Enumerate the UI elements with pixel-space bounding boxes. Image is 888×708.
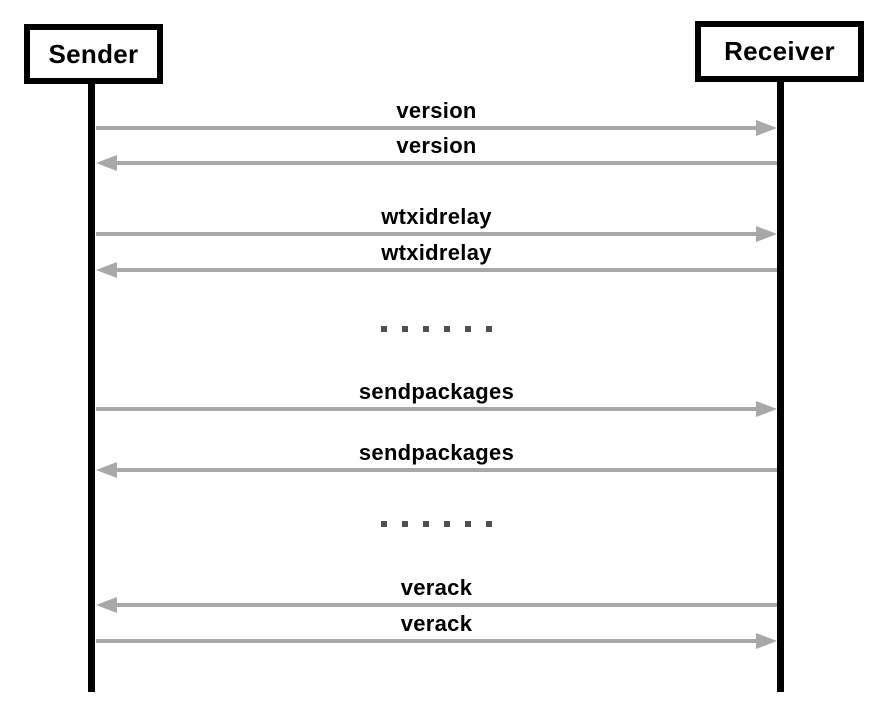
ellipsis-dots: [96, 325, 777, 333]
arrow-left-icon: [96, 262, 777, 278]
arrowhead-icon: [96, 262, 117, 278]
arrowhead-icon: [756, 401, 777, 417]
ellipsis-dot: [465, 326, 471, 332]
message-label-sendpackages-left: sendpackages: [358, 440, 515, 465]
lifeline-receiver: [777, 81, 784, 692]
lifeline-sender: [88, 83, 95, 692]
ellipsis-dot: [381, 521, 387, 527]
arrow-left-icon: [96, 597, 777, 613]
arrow-left-icon: [96, 155, 777, 171]
ellipsis-dot: [423, 521, 429, 527]
actor-name-receiver: Receiver: [724, 36, 835, 66]
arrowhead-icon: [96, 597, 117, 613]
message-label-verack-left: verack: [400, 575, 473, 600]
arrow-right-icon: [96, 633, 777, 649]
arrowhead-icon: [96, 462, 117, 478]
actor-name-sender: Sender: [48, 38, 139, 69]
ellipsis-dot: [465, 521, 471, 527]
arrow-line: [96, 126, 761, 130]
ellipsis-dot: [486, 326, 492, 332]
arrow-right-icon: [96, 401, 777, 417]
arrowhead-icon: [756, 120, 777, 136]
arrow-line: [112, 468, 777, 472]
ellipsis-dot: [423, 326, 429, 332]
arrow-right-icon: [96, 120, 777, 136]
arrow-line: [96, 639, 761, 643]
arrow-line: [112, 161, 777, 165]
ellipsis-dot: [402, 521, 408, 527]
arrow-line: [112, 268, 777, 272]
message-label-sendpackages-right: sendpackages: [358, 379, 515, 404]
message-label-wtxidrelay-right: wtxidrelay: [381, 204, 492, 229]
arrow-line: [96, 407, 761, 411]
actor-box-sender: Sender: [24, 24, 163, 84]
arrow-left-icon: [96, 462, 777, 478]
message-label-wtxidrelay-left: wtxidrelay: [381, 240, 492, 265]
message-label-version-left: version: [396, 133, 477, 158]
ellipsis-dot: [444, 326, 450, 332]
message-label-version-right: version: [396, 98, 477, 123]
arrow-line: [96, 232, 761, 236]
arrowhead-icon: [756, 633, 777, 649]
actor-box-receiver: Receiver: [695, 21, 864, 82]
arrowhead-icon: [756, 226, 777, 242]
arrowhead-icon: [96, 155, 117, 171]
message-label-verack-right: verack: [400, 611, 473, 636]
ellipsis-dots: [96, 520, 777, 528]
ellipsis-dot: [444, 521, 450, 527]
arrow-right-icon: [96, 226, 777, 242]
ellipsis-dot: [381, 326, 387, 332]
arrow-line: [112, 603, 777, 607]
ellipsis-dot: [486, 521, 492, 527]
ellipsis-dot: [402, 326, 408, 332]
